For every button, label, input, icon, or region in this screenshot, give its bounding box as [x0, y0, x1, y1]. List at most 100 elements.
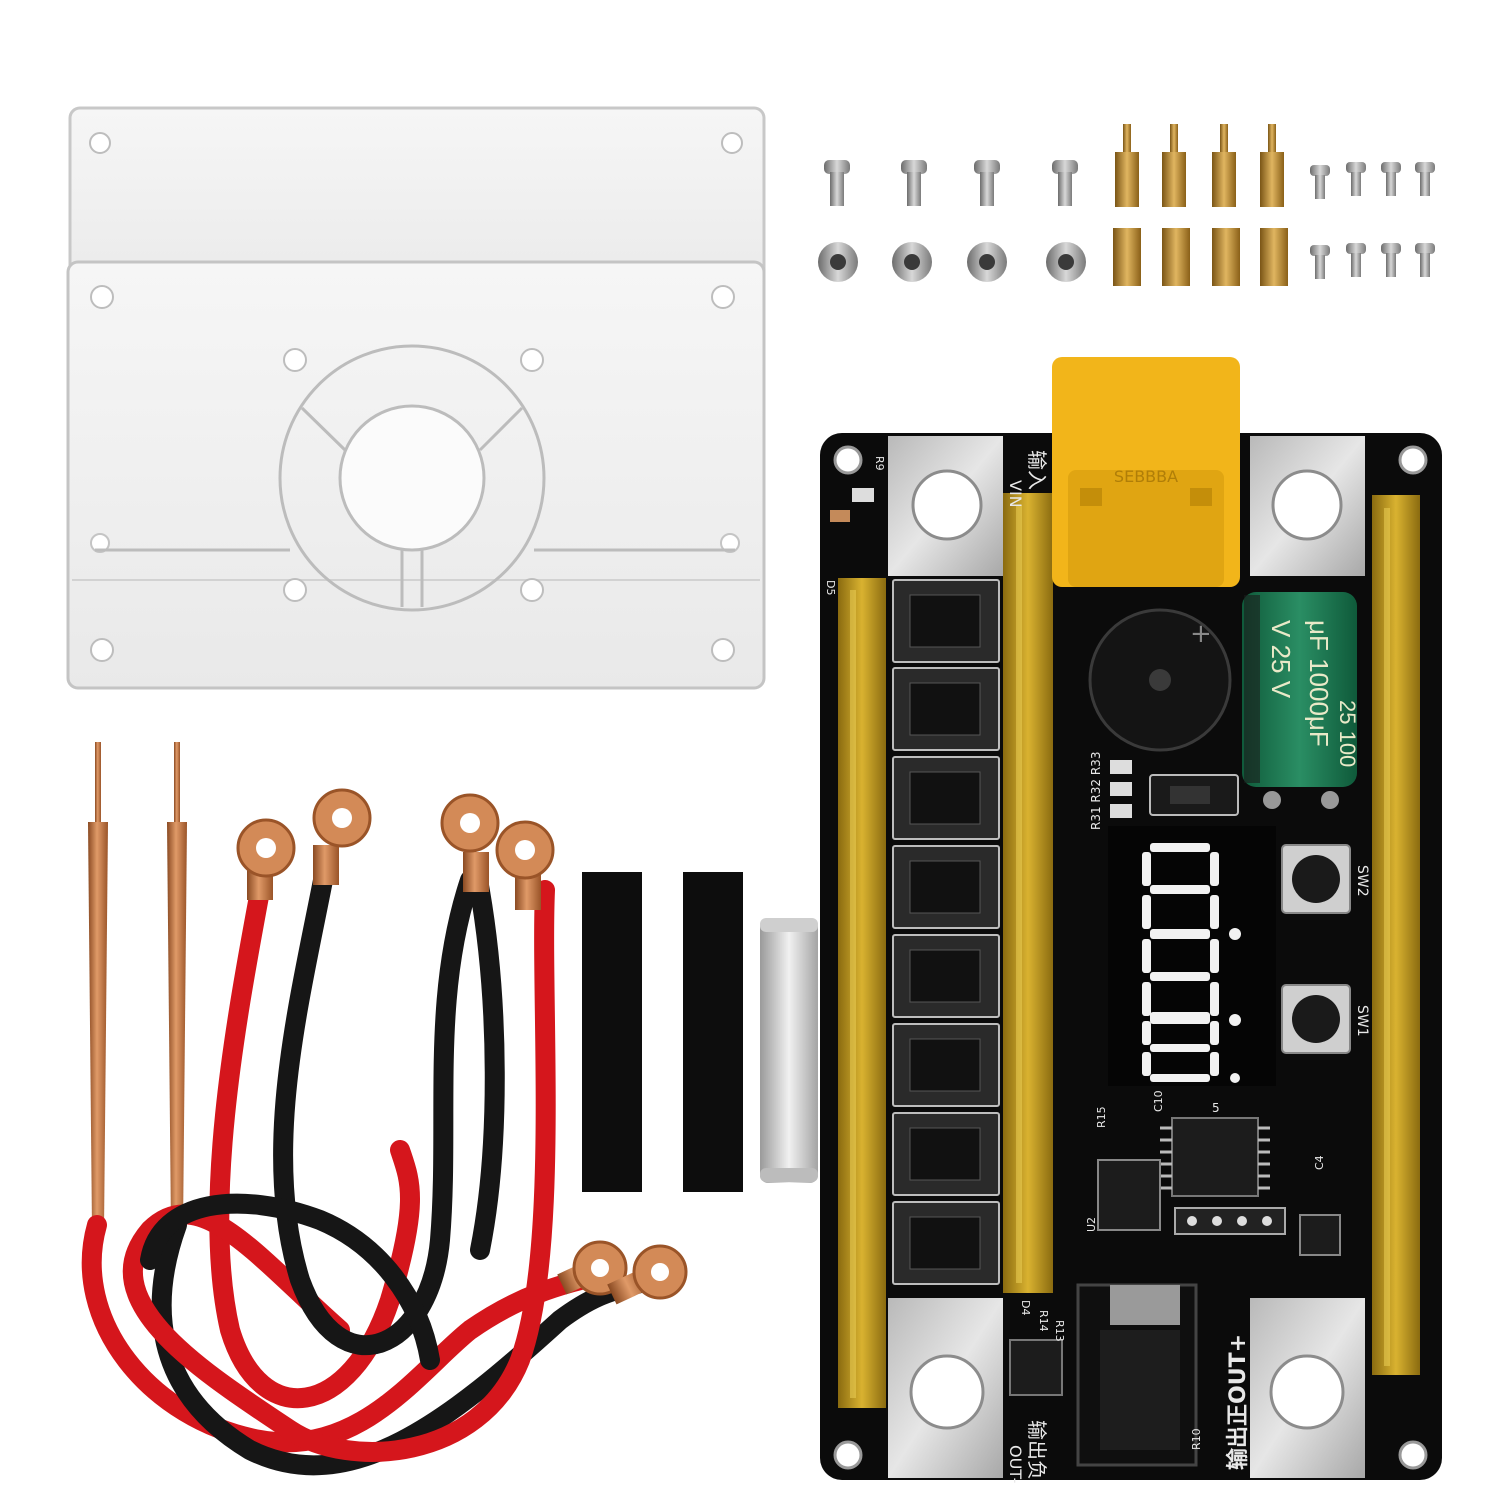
- tactile-switch-sw1: SW1: [1281, 984, 1370, 1054]
- label-r13: R13: [1053, 1320, 1066, 1342]
- acrylic-cover-back: [68, 106, 766, 310]
- label-d5: D5: [824, 580, 837, 595]
- cap-label-3: 25 100: [1335, 700, 1360, 767]
- pcb-mount-hole: [1398, 445, 1428, 475]
- mount-hole: [720, 533, 740, 553]
- brass-standoff: [1212, 124, 1236, 207]
- label-out-negative-en: OUT-: [1006, 1445, 1025, 1483]
- heat-shrink-tube: [582, 872, 642, 1192]
- label-out-positive: 输出正OUT+: [1225, 1334, 1251, 1470]
- tactile-switch-sw2: SW2: [1281, 844, 1370, 914]
- copper-weld-pin-right: [167, 742, 187, 1230]
- terminal-pad-top-right: [1250, 436, 1365, 576]
- small-screw: [1381, 243, 1401, 277]
- label-c10: C10: [1152, 1090, 1165, 1112]
- mount-hole: [711, 638, 735, 662]
- voltage-regulator: [1097, 1159, 1161, 1231]
- nickel-strip-roll: [760, 918, 818, 1183]
- pcb-mount-hole: [1398, 1440, 1428, 1470]
- smd-resistor: [1110, 804, 1132, 818]
- digit-3: [1142, 1012, 1240, 1083]
- electrolytic-capacitor: μF 1000μF V 25 V 25 100: [1242, 592, 1360, 809]
- xt60-brand: SEBBBA: [1114, 467, 1178, 486]
- mount-hole: [283, 348, 307, 372]
- brass-standoff: [1260, 124, 1284, 207]
- copper-weld-pin-left: [88, 742, 108, 1230]
- mount-hole: [90, 638, 114, 662]
- pcb-mount-hole: [833, 445, 863, 475]
- smd-resistor: [1110, 782, 1132, 796]
- label-vin: VIN: [1006, 480, 1025, 508]
- nut: [818, 242, 858, 282]
- small-screw: [1346, 243, 1366, 277]
- welding-cables: [81, 860, 660, 1476]
- terminal-pad-bottom-right: [1250, 1298, 1365, 1478]
- label-d4: D4: [1019, 1300, 1032, 1315]
- smd-resistor: [830, 510, 850, 522]
- fan-cutout: [95, 344, 735, 612]
- nut: [1046, 242, 1086, 282]
- screw: [824, 160, 850, 206]
- screw: [974, 160, 1000, 206]
- label-sw2: SW2: [1354, 865, 1370, 897]
- brass-standoff: [1260, 228, 1288, 286]
- cap-label-2: V 25 V: [1266, 620, 1296, 699]
- xt60-connector: SEBBBA: [1052, 357, 1240, 587]
- label-u2: U2: [1085, 1217, 1098, 1232]
- terminal-pad-top-left: [888, 436, 1003, 576]
- cap-label-1: μF 1000μF: [1304, 620, 1334, 747]
- gold-bus-strip: [1003, 493, 1053, 1293]
- terminal-pad-bottom-left: [888, 1298, 1003, 1478]
- screw: [1052, 160, 1078, 206]
- hardware-kit: [818, 124, 1435, 286]
- ring-terminal: [607, 1244, 688, 1305]
- label-u5: 5: [1212, 1101, 1220, 1115]
- acrylic-cover-front: [66, 260, 766, 690]
- label-r10: R10: [1190, 1428, 1203, 1450]
- brass-standoff: [1113, 228, 1141, 286]
- mount-hole: [520, 578, 544, 602]
- label-c4: C4: [1313, 1155, 1326, 1170]
- gold-bus-strip: [1372, 495, 1420, 1375]
- ring-terminal: [312, 788, 372, 885]
- small-screw: [1310, 165, 1330, 199]
- mount-hole: [283, 578, 307, 602]
- ring-terminal: [557, 1240, 628, 1296]
- digit-2: [1142, 930, 1241, 1026]
- label-r9: R9: [873, 456, 886, 471]
- screw: [901, 160, 927, 206]
- nut: [967, 242, 1007, 282]
- ring-terminal: [440, 793, 500, 892]
- small-screw: [1310, 245, 1330, 279]
- microcontroller-chip: [1160, 1117, 1270, 1197]
- mount-hole: [90, 285, 114, 309]
- brass-standoff: [1162, 228, 1190, 286]
- mount-hole: [711, 285, 735, 309]
- pin-header: [1174, 1207, 1286, 1235]
- pcb-mount-hole: [833, 1440, 863, 1470]
- small-screw: [1415, 243, 1435, 277]
- buzzer-plus-label: +: [1190, 619, 1212, 649]
- buzzer: +: [1088, 608, 1232, 752]
- brass-standoff: [1162, 124, 1186, 207]
- ring-terminal: [236, 818, 296, 900]
- gold-bus-strip: [838, 578, 886, 1408]
- label-out-negative: 输出负: [1025, 1420, 1049, 1480]
- dc-barrel-jack: [1076, 1283, 1198, 1467]
- label-sw1: SW1: [1354, 1005, 1370, 1037]
- brass-standoff: [1212, 228, 1240, 286]
- small-screw: [1415, 162, 1435, 196]
- smd-resistor: [852, 488, 874, 502]
- mount-hole: [90, 533, 110, 553]
- mount-hole: [721, 132, 743, 154]
- mount-hole: [89, 132, 111, 154]
- brass-standoff: [1115, 124, 1139, 207]
- label-r31-r33: R31 R32 R33: [1089, 752, 1103, 830]
- spot-welder-pcb: SEBBBA + μF 1000μF V 25 V 25 100: [820, 357, 1442, 1483]
- label-r15: R15: [1095, 1106, 1108, 1128]
- mosfet-small: [1009, 1339, 1063, 1396]
- mount-hole: [520, 348, 544, 372]
- small-screw: [1346, 162, 1366, 196]
- smd-resistor: [1110, 760, 1132, 774]
